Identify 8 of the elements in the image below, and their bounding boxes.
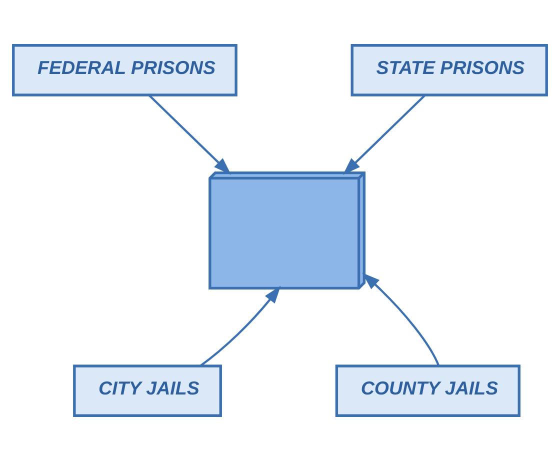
arrow bbox=[148, 94, 232, 174]
node-box: STATE PRISONS bbox=[350, 44, 548, 96]
arrow bbox=[342, 94, 426, 174]
arrow bbox=[200, 285, 281, 366]
node-box: CITY JAILS bbox=[73, 364, 222, 416]
node-box: COUNTY JAILS bbox=[335, 364, 520, 416]
node-box: FEDERAL PRISONS bbox=[12, 44, 238, 96]
arrow bbox=[362, 272, 440, 366]
